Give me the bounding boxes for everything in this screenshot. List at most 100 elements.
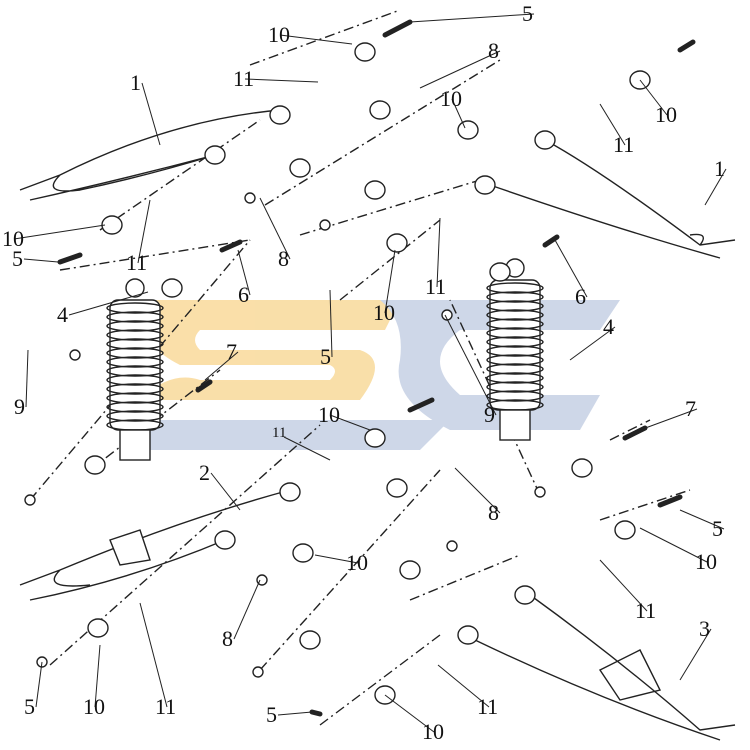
leader-line — [639, 408, 698, 431]
upper-right-a-arm — [489, 139, 736, 259]
bushing — [474, 175, 496, 195]
bushing — [364, 180, 386, 200]
lower-left-arm-bracket — [109, 529, 151, 566]
watermark-blue-bar — [125, 420, 450, 450]
leader-line — [554, 239, 588, 298]
left-shock-coil — [106, 329, 164, 341]
callout-11: 11 — [233, 66, 255, 91]
leader-line — [314, 554, 359, 564]
callout-11: 11 — [272, 425, 287, 441]
nut — [319, 219, 331, 231]
bushing — [279, 482, 301, 502]
right-shock-coil — [486, 381, 544, 393]
nut — [446, 540, 458, 552]
right-shock-coil — [486, 282, 544, 294]
callout-5: 5 — [712, 516, 723, 541]
axis-line — [599, 489, 691, 521]
leader-line — [639, 79, 668, 116]
callout-8: 8 — [488, 38, 499, 63]
leader-line — [437, 664, 490, 708]
leader-line — [454, 467, 501, 514]
right-shock-coil — [486, 336, 544, 348]
bushing — [457, 120, 479, 140]
nut — [256, 574, 268, 586]
left-shock-coil — [106, 401, 164, 413]
leader-line — [13, 224, 106, 240]
right-shock-coil — [486, 327, 544, 339]
right-shock-coil — [486, 300, 544, 312]
axis-line — [29, 239, 251, 501]
callout-10: 10 — [440, 86, 462, 111]
leader-line — [409, 13, 535, 23]
bushing — [292, 543, 314, 563]
bushing — [269, 105, 291, 125]
bushing — [364, 428, 386, 448]
lower-left-a-arm — [19, 489, 291, 601]
right-shock-coil — [486, 372, 544, 384]
callout-5: 5 — [320, 344, 331, 369]
nut — [24, 494, 36, 506]
nut — [244, 192, 256, 204]
left-shock-coil — [106, 311, 164, 323]
bushing — [614, 520, 636, 540]
leader-line — [444, 314, 497, 416]
callout-7: 7 — [226, 339, 237, 364]
bushing — [386, 478, 408, 498]
axis-line — [609, 419, 651, 441]
left-shock-coil — [106, 374, 164, 386]
left-shock-body — [119, 429, 151, 461]
bushing — [354, 42, 376, 62]
leader-line — [283, 436, 331, 461]
callout-8: 8 — [222, 626, 233, 651]
callout-5: 5 — [24, 694, 35, 719]
left-shock-coil — [106, 320, 164, 332]
upper-left-a-arm — [19, 109, 281, 201]
bushing — [534, 130, 556, 150]
left-shock-coil — [106, 338, 164, 350]
bushing — [204, 145, 226, 165]
bolt — [407, 397, 435, 413]
watermark-orange-shape — [140, 300, 400, 400]
nut — [69, 349, 81, 361]
left-shock-coil — [106, 365, 164, 377]
leader-line — [639, 527, 708, 563]
right-shock-coil — [486, 291, 544, 303]
leader-line — [329, 289, 333, 358]
callout-10: 10 — [695, 549, 717, 574]
leader-line — [233, 579, 261, 640]
bolt — [57, 252, 83, 265]
left-shock-coil — [106, 410, 164, 422]
bushing — [289, 158, 311, 178]
leader-line — [137, 199, 151, 264]
leader-line — [569, 326, 616, 361]
nut — [252, 666, 264, 678]
bushing — [369, 100, 391, 120]
right-shock-coil — [486, 345, 544, 357]
callout-8: 8 — [278, 246, 289, 271]
leader-line — [204, 351, 239, 381]
callout-11: 11 — [425, 274, 447, 299]
leader-line — [277, 711, 313, 716]
bushing — [489, 262, 511, 282]
leader-line — [25, 349, 29, 408]
callout-5: 5 — [12, 246, 23, 271]
bushing — [571, 458, 593, 478]
bushing — [457, 625, 479, 645]
leader-line — [244, 78, 319, 83]
bolt — [677, 39, 696, 53]
callout-5: 5 — [522, 1, 533, 26]
bushing — [386, 233, 408, 253]
leader-line — [679, 509, 725, 530]
bushing — [87, 618, 109, 638]
leader-line — [704, 168, 727, 206]
lower-right-a-arm — [474, 594, 736, 741]
callout-10: 10 — [2, 226, 24, 251]
callout-8: 8 — [488, 500, 499, 525]
right-shock-coil — [486, 354, 544, 366]
callout-2: 2 — [199, 460, 210, 485]
left-shock-coil — [106, 302, 164, 314]
callout-5: 5 — [266, 702, 277, 727]
callout-10: 10 — [422, 719, 444, 744]
axis-line — [59, 239, 251, 271]
leader-line — [419, 50, 501, 89]
